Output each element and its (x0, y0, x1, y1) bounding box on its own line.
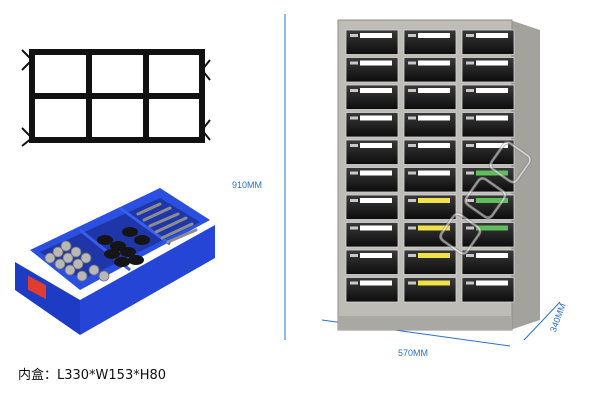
drawer-label (418, 198, 450, 203)
drawer-label (360, 60, 392, 66)
drawer-handle (466, 281, 474, 285)
inner-bin-size-caption: 内盒：L330*W153*H80 (18, 368, 167, 383)
drawer-label (418, 115, 450, 121)
drawer-label (360, 115, 392, 121)
width-label: 570MM (398, 348, 429, 358)
drawer-handle (408, 254, 416, 257)
parts-cabinet (337, 19, 540, 331)
drawer-label (476, 88, 508, 93)
drawer-label (360, 88, 392, 93)
drawer-handle (466, 171, 474, 175)
drawer-label (476, 143, 508, 148)
drawer-handle (466, 61, 474, 65)
drawer-handle (408, 61, 416, 65)
drawer-label (418, 143, 450, 148)
drawer-handle (466, 226, 474, 230)
drawer-handle (350, 89, 358, 92)
drawer-label (418, 33, 450, 38)
depth-dimension-line (523, 301, 561, 341)
drawer-label (418, 225, 450, 231)
drawer-label (476, 170, 508, 176)
drawer-label (476, 225, 508, 231)
drawer-label (360, 170, 392, 176)
drawer-handle (466, 34, 474, 37)
blue-bin-photo (15, 188, 215, 335)
drawer-label (360, 225, 392, 231)
drawer-handle (466, 199, 474, 202)
drawer-label (476, 60, 508, 66)
drawer-handle (408, 281, 416, 285)
drawer-label (418, 253, 450, 258)
drawer-label (476, 115, 508, 121)
drawer-label (360, 198, 392, 203)
height-dimension-line (284, 14, 286, 340)
drawer-label (418, 170, 450, 176)
height-label: 910MM (232, 180, 263, 190)
drawer-handle (408, 144, 416, 147)
drawer-handle (408, 226, 416, 230)
drawer-label (360, 280, 392, 286)
drawer-handle (466, 254, 474, 257)
drawer-label (360, 143, 392, 148)
drawer-handle (350, 226, 358, 230)
drawer-label (476, 280, 508, 286)
drawer-handle (408, 89, 416, 92)
drawer-label (418, 60, 450, 66)
drawer-handle (350, 34, 358, 37)
drawer-handle (408, 199, 416, 202)
drawer-handle (408, 171, 416, 175)
drawer-label (476, 253, 508, 258)
drawer-handle (466, 116, 474, 120)
drawer-handle (408, 116, 416, 120)
drawer-handle (466, 144, 474, 147)
drawer-handle (350, 281, 358, 285)
drawer-label (360, 33, 392, 38)
drawer-divider-frame (21, 49, 211, 147)
drawer-handle (350, 254, 358, 257)
drawer-label (360, 253, 392, 258)
drawer-handle (350, 171, 358, 175)
drawer-label (418, 88, 450, 93)
drawer-label (476, 198, 508, 203)
drawer-handle (408, 34, 416, 37)
drawer-handle (350, 116, 358, 120)
drawer-handle (350, 61, 358, 65)
drawer-label (418, 280, 450, 286)
drawer-handle (350, 199, 358, 202)
drawer-handle (466, 89, 474, 92)
drawer-handle (350, 144, 358, 147)
drawer-label (476, 33, 508, 38)
